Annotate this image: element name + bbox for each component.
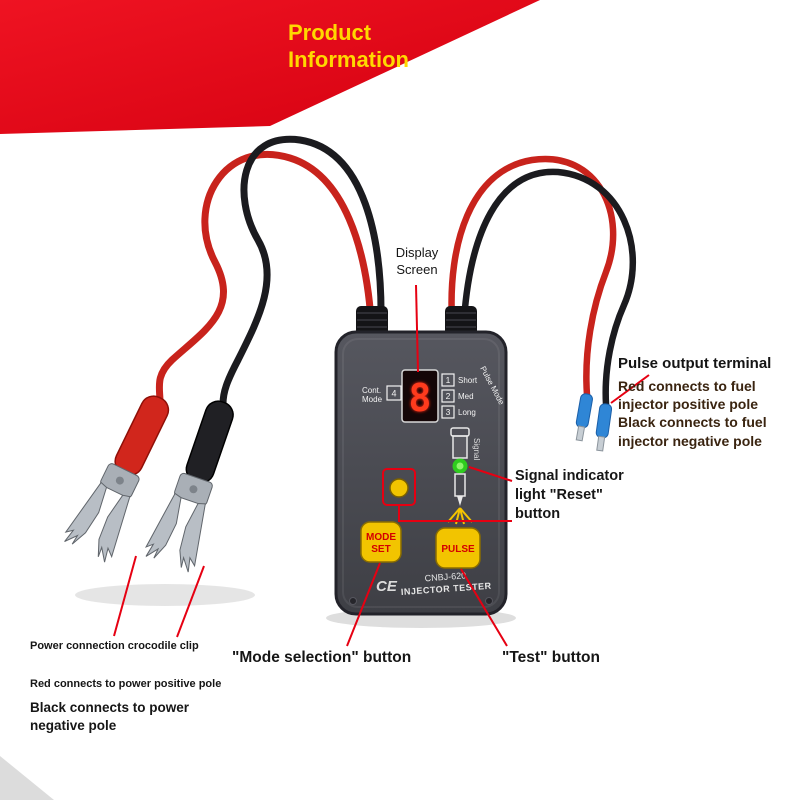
svg-text:2: 2	[446, 391, 451, 401]
svg-text:3: 3	[446, 407, 451, 417]
banner-ribbon	[0, 0, 540, 134]
mode-label-long: Long	[458, 408, 476, 417]
screw-left	[349, 597, 357, 605]
mode-label-med: Med	[458, 392, 474, 401]
signal-text: Signal	[472, 438, 481, 460]
red-power-cable	[155, 150, 375, 406]
svg-text:8: 8	[409, 376, 432, 420]
terminal-pin-2	[596, 435, 606, 452]
signal-indicator-label: Signal indicator light "Reset" button	[515, 468, 624, 522]
mode-selection-label: "Mode selection" button	[232, 649, 412, 666]
red-crocodile-clip	[64, 395, 170, 563]
banner-title: Product Information	[288, 20, 409, 74]
power-negative-label: Black connects to power negative pole	[30, 700, 190, 734]
terminal-pointer-line	[610, 374, 650, 404]
reset-pointer-line	[398, 505, 512, 522]
svg-text:MODE: MODE	[366, 532, 396, 543]
power-positive-label: Red connects to power positive pole	[30, 678, 222, 690]
injector-tester-device: 8 8 Cont. Mode 4 1 2 3 Short Med Long	[334, 330, 508, 616]
svg-text:PULSE: PULSE	[441, 544, 475, 555]
red-output-wire	[448, 155, 617, 399]
pulse-output-red-note: Red connects to fuel injector positive p…	[618, 378, 759, 413]
pulse-output-cables	[448, 155, 637, 408]
blue-terminal-1	[575, 393, 593, 429]
black-crocodile-clip	[144, 400, 234, 573]
mode-pointer-line	[346, 562, 381, 647]
spray-lines	[447, 507, 473, 525]
reset-button	[389, 478, 409, 498]
cont-mode-group: Cont. Mode 4	[362, 385, 402, 404]
annotation-lines	[113, 284, 650, 647]
pulse-output-title: Pulse output terminal	[618, 355, 772, 372]
black-output-wire	[460, 168, 637, 408]
test-pointer-line	[460, 568, 508, 647]
svg-text:SET: SET	[371, 544, 390, 555]
crocodile-clip-label: Power connection crocodile clip	[30, 640, 199, 652]
mode-label-short: Short	[458, 376, 478, 385]
screw-right	[485, 597, 493, 605]
clip-pointer-line-1	[113, 555, 137, 637]
banner-title-line1: Product	[288, 20, 372, 45]
test-button-label: "Test" button	[502, 649, 600, 666]
pulse-output-black-note: Black connects to fuel injector negative…	[618, 414, 767, 449]
display-digit: 8	[409, 376, 432, 420]
terminal-pin-1	[575, 425, 586, 442]
injector-graphic: Signal	[447, 427, 481, 525]
banner-title-line2: Information	[288, 46, 409, 72]
cont-label-line1: Cont.	[362, 386, 381, 395]
power-cables	[155, 135, 385, 408]
pulse-test-button: PULSE	[435, 527, 481, 569]
clip-pointer-line-2	[176, 565, 205, 638]
ce-mark: CE	[376, 578, 398, 595]
clips-shadow	[75, 584, 255, 606]
pulse-output-terminals	[575, 393, 613, 452]
corner-fold	[0, 756, 54, 800]
cont-label-line2: Mode	[362, 395, 383, 404]
svg-text:1: 1	[446, 375, 451, 385]
display-pointer-line	[415, 284, 419, 373]
cont-mode-value: 4	[391, 389, 396, 399]
mode-set-button: MODE SET	[360, 521, 402, 563]
display-screen-label: Display Screen	[395, 245, 439, 277]
led-pointer-line	[468, 466, 513, 482]
pulse-output-terminal-label: Pulse output terminal Red connects to fu…	[618, 355, 794, 450]
blue-terminal-2	[595, 403, 613, 439]
black-power-cable	[219, 135, 385, 408]
display-screen: 8 8	[401, 369, 439, 423]
svg-text:CNBJ-620: CNBJ-620	[424, 570, 466, 583]
